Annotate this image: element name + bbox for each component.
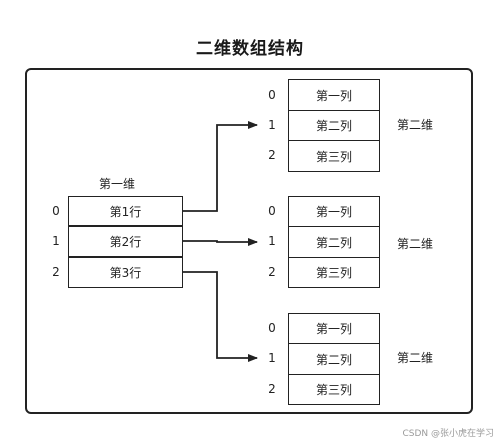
second-dimension-column: 第一列: [288, 79, 380, 111]
second-dimension-column: 第三列: [288, 140, 380, 172]
arrow-row-2: [183, 271, 258, 362]
second-dimension-label: 第二维: [397, 237, 434, 251]
first-dimension-row: 第1行: [68, 196, 183, 226]
second-dimension-column: 第二列: [288, 226, 380, 258]
second-dimension-column: 第一列: [288, 313, 380, 344]
diagram-title: 二维数组结构: [196, 39, 304, 59]
second-dimension-column: 第一列: [288, 196, 380, 227]
second-dimension-index: 1: [268, 234, 276, 248]
second-dimension-index: 1: [268, 351, 276, 365]
first-dimension-label: 第一维: [99, 177, 136, 191]
second-dimension-column: 第二列: [288, 110, 380, 141]
second-dimension-index: 0: [268, 321, 276, 335]
second-dimension-index: 0: [268, 88, 276, 102]
first-dimension-index: 1: [52, 234, 60, 248]
second-dimension-index: 2: [268, 382, 276, 396]
first-dimension-index: 2: [52, 265, 60, 279]
first-dimension-row: 第2行: [68, 226, 183, 257]
second-dimension-index: 0: [268, 204, 276, 218]
first-dimension-index: 0: [52, 204, 60, 218]
second-dimension-column: 第三列: [288, 374, 380, 405]
arrow-row-0: [183, 121, 258, 212]
second-dimension-column: 第二列: [288, 343, 380, 375]
second-dimension-label: 第二维: [397, 351, 434, 365]
arrow-row-1: [183, 238, 258, 246]
second-dimension-label: 第二维: [397, 118, 434, 132]
first-dimension-row: 第3行: [68, 257, 183, 288]
watermark: CSDN @张小虎在学习: [402, 429, 494, 439]
second-dimension-index: 2: [268, 265, 276, 279]
second-dimension-column: 第三列: [288, 257, 380, 288]
second-dimension-index: 2: [268, 148, 276, 162]
diagram-frame: [25, 68, 473, 414]
second-dimension-index: 1: [268, 118, 276, 132]
